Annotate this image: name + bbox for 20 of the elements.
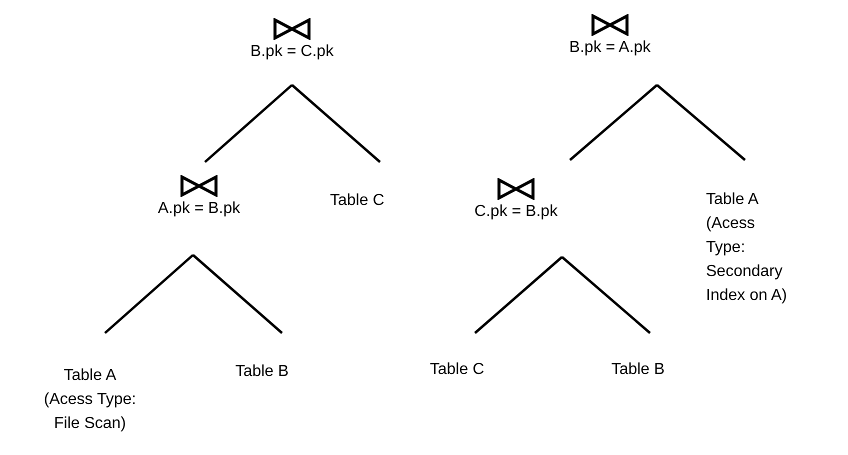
table-name: Table A: [706, 190, 760, 210]
join-condition: B.pk = A.pk: [568, 38, 652, 58]
join-condition: A.pk = B.pk: [156, 199, 242, 219]
tree-edge: [291, 84, 381, 163]
table-name: Table B: [234, 362, 290, 382]
table-name: Table A: [62, 366, 118, 386]
table-name: Table C: [428, 360, 486, 380]
tree-edge: [192, 254, 283, 334]
tree-edge: [656, 84, 746, 161]
tree-edge: [204, 84, 293, 163]
tree-edge: [474, 256, 563, 334]
tree-edge: [561, 256, 651, 334]
access-type-note: (Acess Type: File Scan): [42, 390, 138, 434]
tree-edge: [104, 254, 194, 334]
join-condition: B.pk = C.pk: [249, 42, 335, 62]
table-name: Table B: [610, 360, 666, 380]
table-name: Table C: [330, 191, 386, 211]
tree-edge: [569, 84, 658, 161]
join-condition: C.pk = B.pk: [473, 202, 559, 222]
access-type-note: (Acess Type: Secondary Index on A): [706, 214, 788, 306]
